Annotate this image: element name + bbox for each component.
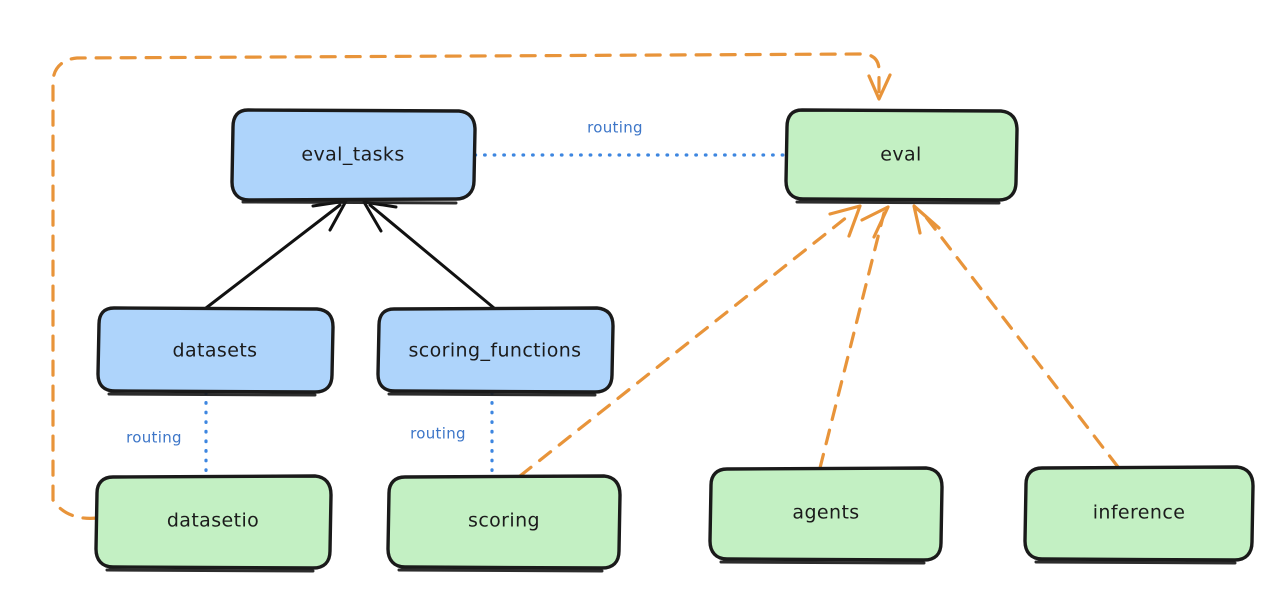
node-scoring[interactable]: scoring	[386, 474, 622, 573]
node-inference[interactable]: inference	[1023, 465, 1255, 565]
node-label-scoring: scoring	[468, 510, 540, 532]
edge-scoring-eval	[518, 204, 862, 478]
edge-scoringfn-routing: routing	[410, 391, 494, 478]
node-label-datasets: datasets	[173, 340, 258, 362]
node-datasetio[interactable]: datasetio	[94, 474, 333, 573]
edge-label-routing-eval: routing	[587, 119, 643, 137]
edge-label-routing-datasetio: routing	[126, 429, 182, 447]
node-label-inference: inference	[1093, 502, 1186, 524]
edge-datasetio-eval	[51, 52, 892, 520]
node-eval[interactable]: eval	[784, 108, 1019, 205]
edge-datasets-routing: routing	[126, 391, 208, 478]
node-label-datasetio: datasetio	[167, 510, 259, 532]
node-datasets[interactable]: datasets	[96, 306, 335, 397]
node-label-eval: eval	[880, 144, 921, 166]
node-scoring_functions[interactable]: scoring_functions	[376, 306, 615, 397]
edge-scoringfn-eval_tasks	[362, 200, 496, 310]
node-label-eval_tasks: eval_tasks	[301, 144, 404, 166]
edge-agents-eval	[818, 205, 890, 470]
edge-eval_tasks-eval: routing	[473, 119, 788, 157]
node-label-agents: agents	[792, 502, 859, 524]
node-agents[interactable]: agents	[708, 466, 944, 565]
edge-datasets-eval_tasks	[204, 199, 348, 310]
node-label-scoring_functions: scoring_functions	[409, 340, 582, 362]
edge-inference-eval	[912, 204, 1120, 469]
node-eval_tasks[interactable]: eval_tasks	[230, 108, 477, 205]
edge-label-routing-scoring: routing	[410, 425, 466, 443]
